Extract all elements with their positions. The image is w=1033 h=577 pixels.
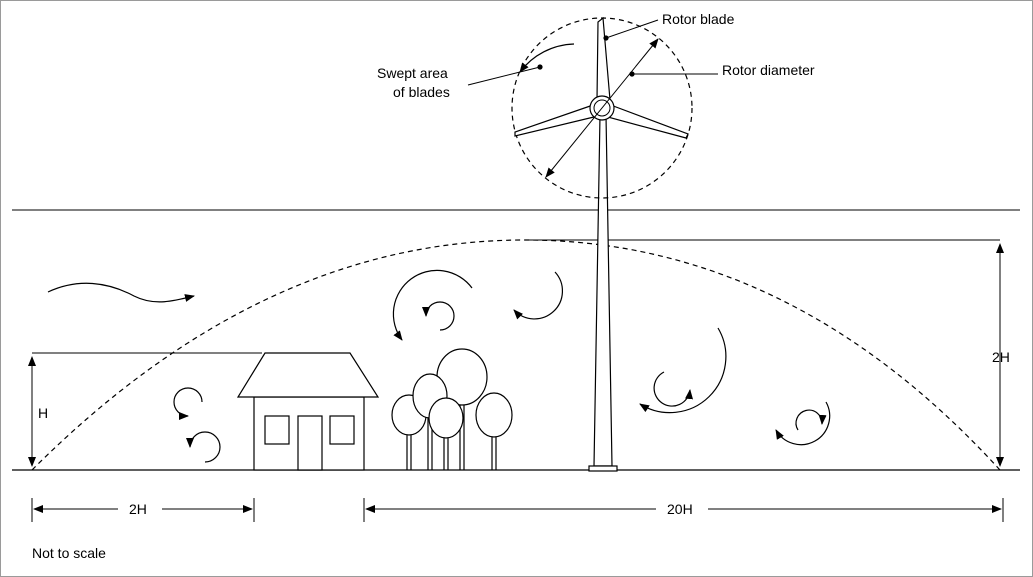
tree <box>475 392 513 470</box>
rotor-diameter-label: Rotor diameter <box>722 62 815 78</box>
swirl <box>186 431 221 463</box>
swept-area-leader <box>467 66 541 86</box>
wind-turbine <box>511 16 693 472</box>
house-window-right <box>329 415 355 445</box>
house-door <box>297 415 323 471</box>
turbulence-zone-boundary <box>31 239 1001 471</box>
swirl <box>653 371 693 407</box>
tree <box>428 397 464 470</box>
distance-2h-label: 2H <box>129 501 147 517</box>
rotor-diameter-arrow <box>545 38 659 178</box>
swept-area-label-line1: Swept area <box>377 65 448 81</box>
rotor-blade-left <box>514 103 599 137</box>
tree-cluster <box>391 348 513 470</box>
swirl <box>173 387 203 420</box>
wind-direction-arrow <box>47 282 195 303</box>
swirl <box>795 409 827 431</box>
rotor-blade-label: Rotor blade <box>662 11 735 27</box>
rotor-diameter-leader-dot <box>629 71 635 77</box>
height-h-label: H <box>38 405 48 421</box>
rotor-blade-leader <box>605 19 659 39</box>
house-roof <box>236 352 380 398</box>
rotor-blade-top <box>596 16 611 101</box>
height-2h-label: 2H <box>992 349 1010 365</box>
swept-area-label-line2: of blades <box>393 84 450 100</box>
turbine-tower <box>593 114 613 467</box>
swirl <box>513 271 564 320</box>
swirl <box>422 301 455 331</box>
rotor-blade-right <box>603 103 689 139</box>
swept-area-leader-dot <box>537 64 543 70</box>
turbine-base <box>588 465 618 472</box>
turbulence-swirls <box>173 269 831 463</box>
house <box>236 352 380 471</box>
distance-20h-label: 20H <box>667 501 693 517</box>
swirl <box>392 269 473 341</box>
swirl <box>775 401 831 446</box>
rotor-blade-leader-dot <box>603 35 609 41</box>
house-window-left <box>264 415 290 445</box>
not-to-scale-note: Not to scale <box>32 545 106 561</box>
swept-area-circle <box>511 17 693 199</box>
swept-area-arrow <box>519 43 575 73</box>
tree <box>436 348 488 470</box>
swirl <box>639 327 727 414</box>
